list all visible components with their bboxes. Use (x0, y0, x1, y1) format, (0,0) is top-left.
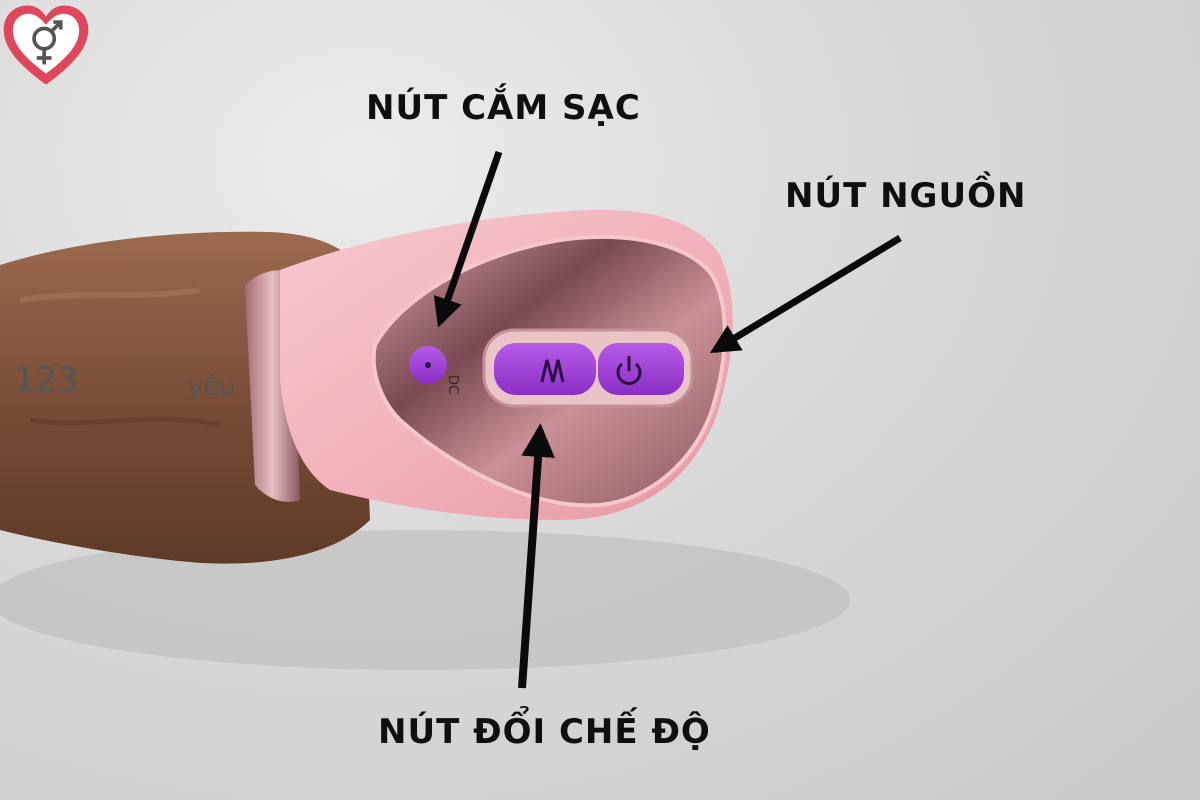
power-icon (616, 356, 642, 385)
dc-port-label: DC (445, 375, 460, 394)
arrow-power (709, 235, 902, 354)
arrow-mode (518, 423, 555, 689)
label-mode: NÚT ĐỔI CHẾ ĐỘ (378, 712, 711, 752)
arrow-charge-port (433, 150, 503, 328)
label-power: NÚT NGUỒN (785, 176, 1027, 216)
vibration-wave-icon (540, 359, 565, 383)
label-charge-port: NÚT CẮM SẠC (366, 88, 641, 128)
device-shadow (0, 530, 850, 670)
logo-number: 123 (14, 360, 79, 400)
gender-heart-icon (3, 5, 89, 85)
logo-word: yêu (188, 372, 236, 402)
